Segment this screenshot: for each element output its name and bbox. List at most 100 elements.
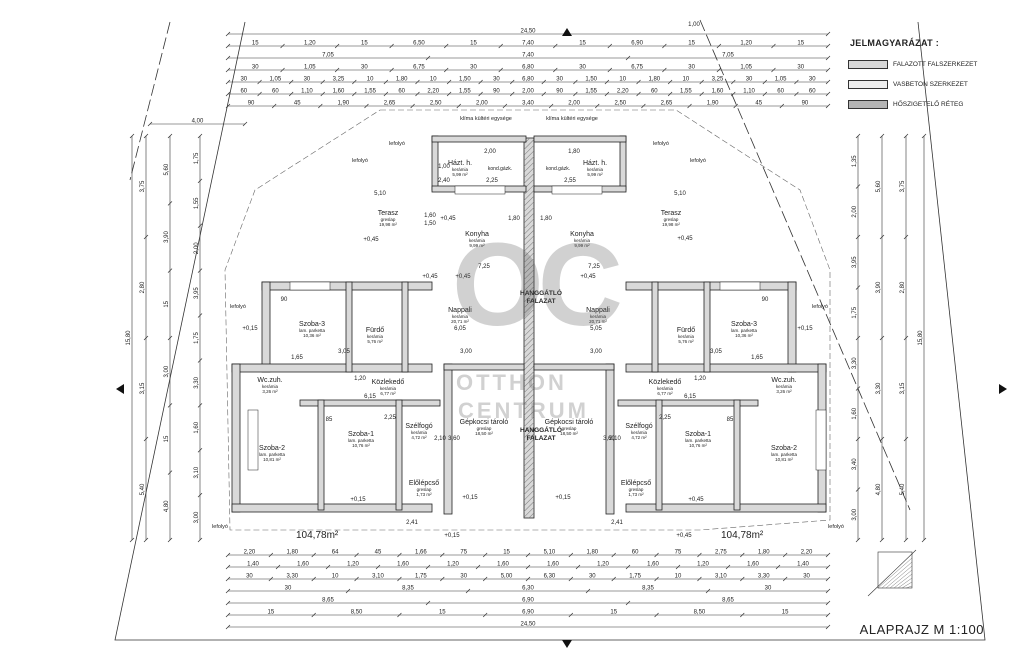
dimension-label: 1,55 [364, 89, 376, 95]
inner-dimension-label: 6,15 [684, 394, 696, 400]
level-mark: +0,15 [444, 533, 460, 539]
dimension-tick [478, 79, 483, 85]
dimension-label: 75 [675, 550, 682, 556]
dimension-label: 60 [632, 550, 639, 556]
dimension-tick [397, 612, 402, 618]
inner-dimension-label: 6,15 [364, 394, 376, 400]
wall-hatch [524, 138, 534, 518]
dimension-label: 1,10 [743, 89, 755, 95]
dimension-tick [271, 103, 277, 109]
inner-dimension-label: 2,41 [406, 520, 418, 526]
dimension-label: 1,90 [707, 101, 719, 107]
dimension-label: 15 [164, 435, 170, 442]
dimension-label: 2,20 [244, 550, 256, 556]
dimension-label: 3,10 [194, 466, 200, 478]
room-floor: greslap [562, 426, 577, 431]
dimension-tick [594, 103, 600, 109]
dimension-label: 1,60 [712, 89, 724, 95]
dimension-tick [197, 492, 203, 498]
north-sign-hatch [905, 585, 913, 589]
hanggatlo-label: HANGGÁTLÓ [520, 425, 562, 434]
dimension-tick [456, 103, 462, 109]
dimension-label: 5,40 [140, 483, 146, 495]
dimension-tick [364, 103, 369, 109]
room-area: 19,98 m² [662, 222, 680, 227]
wall [345, 281, 353, 373]
dimension-tick [167, 537, 173, 543]
dimension-label: 3,10 [372, 574, 384, 580]
level-mark: +0,45 [580, 274, 596, 280]
wall [317, 399, 325, 511]
dimension-tick [147, 121, 153, 127]
dimension-tick [568, 552, 574, 558]
dimension-label: 1,75 [194, 332, 200, 344]
inner-dimension-label: 90 [281, 297, 288, 303]
dimension-tick [775, 564, 781, 570]
wall [617, 399, 759, 407]
dimension-tick [482, 612, 488, 618]
inner-dimension-label: 5,10 [674, 191, 686, 197]
dimension-label: 30 [765, 586, 772, 592]
dimension-tick [654, 612, 659, 618]
dimension-tick [410, 103, 415, 109]
dimension-label: 2,80 [900, 281, 906, 293]
dimension-tick [825, 624, 831, 630]
dimension-tick [498, 43, 503, 49]
dimension-label: 45 [294, 101, 301, 107]
room-area: 5,76 m² [367, 339, 383, 344]
dimension-label: 1,80 [758, 550, 770, 556]
section-mark [999, 384, 1007, 394]
dimension-tick [568, 612, 574, 618]
room-floor: kerámia [452, 314, 469, 319]
dimension-tick [482, 552, 488, 558]
wall [395, 399, 403, 511]
inner-dimension-label: 3,00 [590, 349, 602, 355]
dimension-tick [654, 576, 659, 582]
dimension-label: 1,60 [747, 562, 759, 568]
gutter-label: lefolyó [389, 141, 405, 147]
room-name: Nappali [448, 307, 472, 314]
unit-area-right: 104,78m² [721, 530, 764, 541]
room-floor: lam. parketta [731, 328, 758, 333]
dimension-label: 5,00 [501, 574, 513, 580]
room-name: Nappali [586, 307, 610, 314]
dimension-label: 1,80 [648, 77, 660, 83]
dimension-label: 15 [361, 41, 368, 47]
dimension-label: 1,60 [852, 407, 858, 419]
dimension-tick [197, 133, 203, 139]
inner-dimension-label: 2,10 [434, 436, 446, 442]
dimension-tick [553, 43, 558, 49]
dimension-label: 15 [782, 610, 789, 616]
legend-label: HŐSZIGETELŐ RÉTEG [893, 100, 964, 108]
room-name: Közlekedő [372, 379, 405, 386]
inner-dimension-label: 85 [727, 417, 734, 423]
dimension-tick [855, 234, 861, 240]
room-area: 3,26 m² [776, 389, 792, 394]
dimension-label: 1,40 [247, 562, 259, 568]
legend-item: HŐSZIGETELŐ RÉTEG [848, 94, 1018, 114]
dimension-tick [197, 268, 203, 273]
dimension-tick [143, 133, 149, 139]
inner-dimension-label: 2,25 [384, 415, 396, 421]
dimension-tick [397, 552, 402, 558]
watermark-line2: CENTRUM [458, 398, 589, 423]
wall [443, 363, 525, 371]
gutter-label: lefolyó [690, 158, 706, 164]
dimension-label: 3,30 [852, 357, 858, 369]
dimension-tick [280, 43, 285, 49]
dimension-label: 2,20 [801, 550, 813, 556]
dimension-tick [699, 91, 704, 97]
dimension-tick [604, 91, 610, 97]
site-boundary [114, 21, 986, 641]
dimension-label: 1,20 [740, 41, 752, 47]
inner-dimension-label: 2,55 [564, 178, 576, 184]
dimension-label: 3,95 [852, 256, 858, 268]
room-floor: kerámia [469, 238, 486, 243]
dimension-tick [415, 91, 420, 97]
dimension-label: 5,10 [544, 550, 556, 556]
